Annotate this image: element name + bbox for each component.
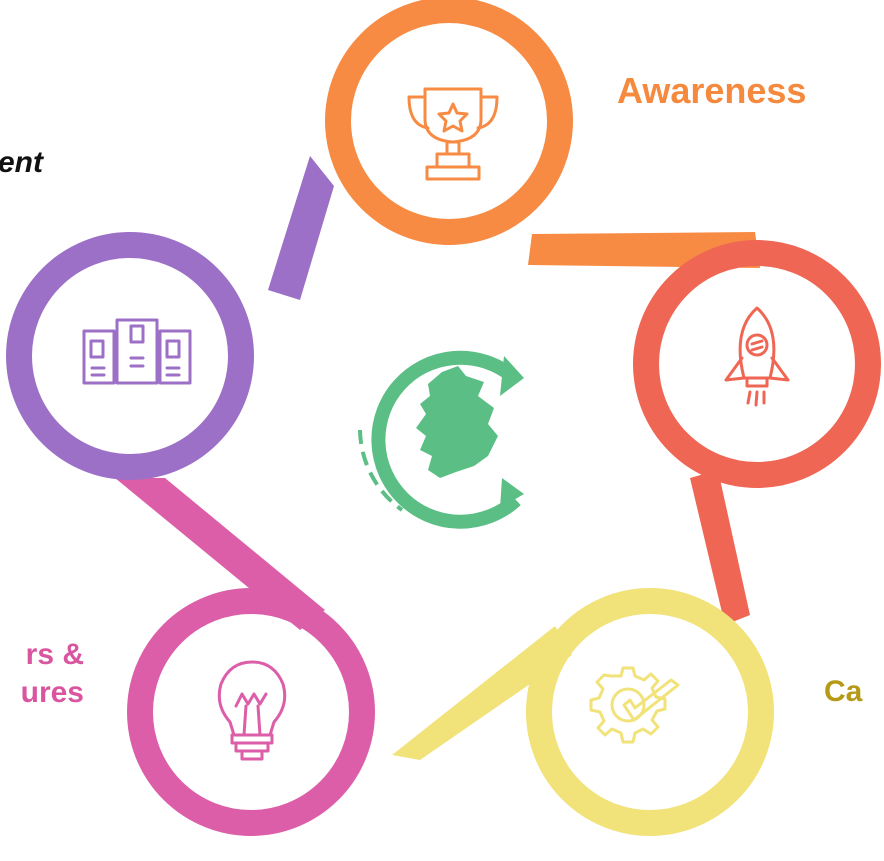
- purple-ring: [6, 232, 254, 480]
- cycle-arrow-bottom: [500, 478, 524, 508]
- orange-ring: [325, 0, 573, 245]
- yellow-ring: [526, 588, 774, 836]
- red-connector: [690, 470, 750, 625]
- label-rs-line1: rs &: [25, 638, 84, 671]
- label-rs-fragment: rs & ures: [21, 636, 84, 712]
- red-ring: [633, 240, 881, 488]
- label-rs-line2: ures: [20, 676, 84, 709]
- cycle-arc-dashed: [358, 429, 404, 512]
- ireland-cycle-logo: [358, 350, 524, 529]
- lightbulb-icon: [217, 660, 287, 761]
- rocket-icon: [724, 306, 790, 407]
- purple-connector: [268, 156, 334, 300]
- magenta-ring: [127, 588, 375, 836]
- cycle-arrow-top: [500, 356, 524, 396]
- gear-check-icon: [589, 666, 680, 744]
- label-awareness: Awareness: [617, 70, 807, 111]
- binders-icon: [82, 318, 192, 385]
- label-ca-fragment: Ca: [824, 675, 863, 708]
- yellow-connector: [392, 626, 572, 760]
- trophy-icon: [407, 87, 499, 181]
- label-ent-fragment: ent: [0, 146, 43, 179]
- cycle-arc-outer: [371, 350, 521, 529]
- ireland-map-icon: [416, 366, 498, 478]
